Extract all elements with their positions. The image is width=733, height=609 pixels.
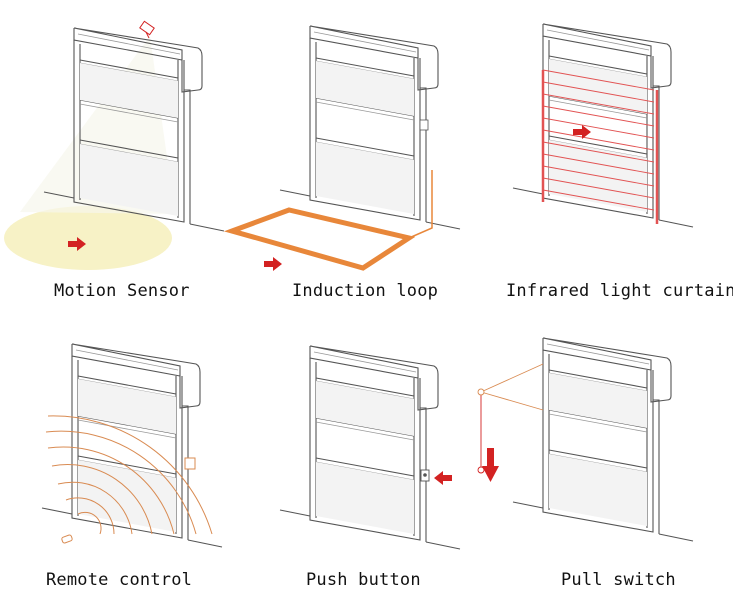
panel-pull-switch [477, 337, 694, 542]
loop-detector-icon [419, 119, 429, 131]
caption-induction-loop: Induction loop [292, 281, 439, 301]
direction-arrow-icon [264, 257, 282, 271]
caption-remote-control: Remote control [46, 570, 193, 590]
caption-push-button: Push button [306, 570, 421, 590]
panel-infrared-light-curtain [512, 23, 694, 228]
pull-direction-arrow-icon [482, 448, 499, 482]
panel-induction-loop [223, 25, 461, 271]
induction-loop-wire [223, 207, 416, 271]
direction-arrow-icon [573, 125, 591, 139]
panel-remote-control [41, 343, 223, 548]
pull-cord-icon [477, 363, 544, 474]
panel-motion-sensor [4, 20, 225, 270]
motion-sensor-icon [139, 20, 155, 39]
caption-pull-switch: Pull switch [561, 570, 676, 590]
receiver-icon [184, 457, 196, 470]
caption-motion-sensor: Motion Sensor [54, 281, 190, 301]
remote-control-icon [61, 534, 73, 544]
sensor-detection-zone [4, 206, 172, 270]
push-button-icon [420, 469, 430, 482]
radio-waves [45, 415, 213, 535]
panel-push-button [279, 345, 461, 550]
direction-arrow-icon [434, 471, 452, 485]
caption-infrared-light-curtain: Infrared light curtain [506, 281, 733, 301]
infrared-beams [542, 69, 655, 211]
